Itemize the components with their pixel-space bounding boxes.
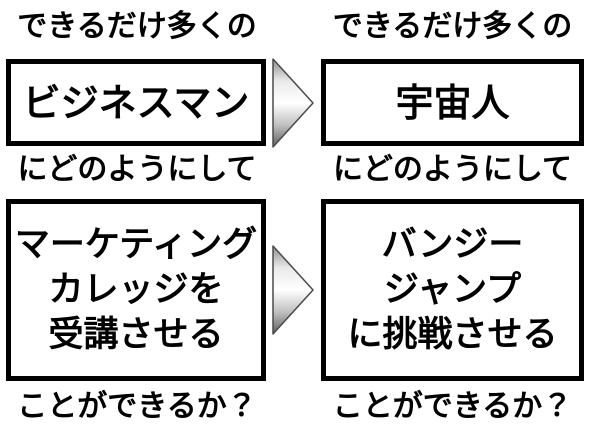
right-action-line-3: に挑戦させる xyxy=(347,314,558,355)
right-top-label: できるだけ多くの xyxy=(332,9,573,44)
left-action-box: マーケティング カレッジを 受講させる xyxy=(6,199,266,381)
right-action-box: バンジー ジャンプ に挑戦させる xyxy=(321,199,584,381)
right-arrow-icon xyxy=(272,58,314,148)
left-action-line-1: マーケティング xyxy=(14,224,258,265)
left-bottom-label: ことができるか？ xyxy=(17,389,257,424)
left-subject-text: ビジネスマン xyxy=(22,80,250,125)
right-action-line-1: バンジー xyxy=(381,224,524,265)
right-mid-label: にどのようにして xyxy=(332,152,573,187)
right-subject-text: 宇宙人 xyxy=(395,80,510,125)
right-subject-box: 宇宙人 xyxy=(321,59,584,146)
left-subject-box: ビジネスマン xyxy=(6,59,266,146)
left-mid-label: にどのようにして xyxy=(17,152,257,187)
left-action-line-2: カレッジを xyxy=(48,269,224,310)
right-action-line-2: ジャンプ xyxy=(383,269,522,310)
left-action-line-3: 受講させる xyxy=(48,314,224,355)
right-arrow-icon xyxy=(272,245,314,335)
left-top-label: できるだけ多くの xyxy=(17,9,257,44)
right-bottom-label: ことができるか？ xyxy=(332,389,573,424)
